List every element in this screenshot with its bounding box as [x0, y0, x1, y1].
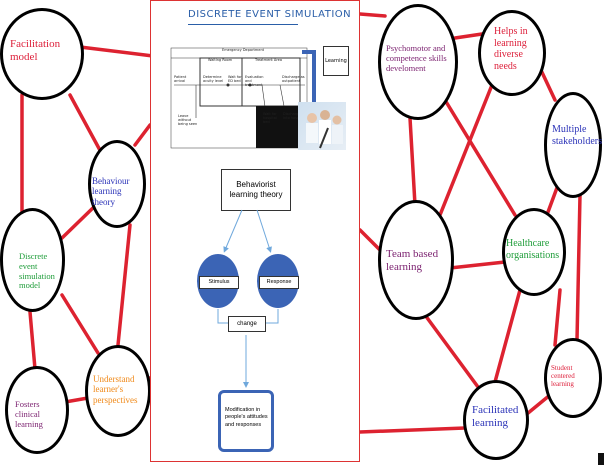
team-based-learning-label: Team based learning — [386, 248, 439, 273]
ed-determine-acuity: Determine acuity level — [203, 75, 224, 84]
learning-bracket — [302, 50, 316, 102]
link-behaviour-panel — [133, 123, 152, 147]
link-behaviour-discrete — [60, 203, 98, 240]
ed-treatment-area: Treatment Area — [255, 58, 282, 62]
psychomotor-competence-label: Psychomotor and competence skills develo… — [386, 43, 447, 73]
link-behaviour-understand — [116, 223, 132, 347]
discrete-event-simulation-model-label: Discrete event simulation model — [19, 251, 55, 291]
response-pill: Response — [259, 276, 299, 289]
node-psychomotor-competence — [378, 4, 458, 120]
change-box: change — [228, 316, 266, 332]
behaviour-learning-theory-label: Behaviour learning theory — [92, 176, 130, 207]
title-underline — [188, 24, 298, 25]
ed-flowchart — [170, 47, 308, 149]
modification-box: Modification in people's attitudes and r… — [218, 390, 274, 452]
panel-title: DISCRETE EVENT SIMULATION — [188, 9, 352, 20]
doctors-photo-icon — [306, 110, 343, 149]
theory-arrows — [197, 209, 299, 388]
ed-patient-arrival: Patient arrival — [174, 75, 187, 84]
ed-wait-hospital-bed: Wait for hospital bed — [263, 112, 277, 125]
link-helps-multiple — [538, 66, 557, 102]
ed-discharge-outpatient: Discharge as outpatient — [282, 75, 305, 84]
link-psychomotor-healthcare — [443, 98, 517, 217]
ed-leave-without: Leave without being seen — [178, 114, 198, 127]
link-panel-psychomotor — [358, 12, 387, 18]
link-helps-team — [438, 68, 500, 217]
link-healthcare-facilitated — [493, 288, 522, 384]
link-team-facilitated — [423, 313, 480, 389]
node-facilitation-model — [0, 8, 84, 100]
stimulus-pill: Stimulus — [199, 276, 239, 289]
node-understand-learners-perspectives — [85, 345, 151, 437]
ed-waiting-room: Waiting Room — [208, 58, 233, 62]
facilitated-learning-label: Facilitated learning — [472, 404, 519, 429]
link-healthcare-team — [448, 260, 507, 270]
doctors-photo — [298, 102, 346, 150]
link-understand-fosters — [63, 396, 90, 404]
facilitation-model-label: Facilitation model — [10, 38, 61, 63]
corner-mark — [598, 453, 604, 465]
student-centered-learning-label: Student centered learning — [551, 364, 575, 389]
link-multiple-student — [575, 193, 582, 342]
link-discrete-understand — [60, 293, 100, 355]
link-psychomotor-helps — [453, 32, 484, 40]
node-facilitated-learning — [463, 380, 529, 460]
node-student-centered-learning — [544, 338, 602, 418]
node-healthcare-organisations — [502, 208, 566, 296]
ed-evaluation: Evaluation and treatment — [245, 75, 264, 88]
node-behaviour-learning-theory — [88, 140, 146, 228]
node-team-based-learning — [378, 200, 454, 320]
link-facilitation-panel — [78, 45, 155, 58]
fosters-clinical-learning-label: Fosters clinical learning — [15, 399, 43, 429]
node-fosters-clinical-learning — [5, 366, 69, 454]
healthcare-organisations-label: Healthcare organisations — [506, 238, 560, 261]
link-discrete-fosters — [28, 310, 37, 371]
ed-title: Emergency Department — [222, 48, 265, 52]
node-multiple-stakeholders — [544, 92, 602, 198]
helps-in-learning-label: Helps in learning diverse needs — [494, 26, 528, 72]
link-psychomotor-team — [408, 116, 417, 207]
link-panel-facilitated — [358, 426, 467, 434]
learning-box: Learning — [323, 46, 349, 76]
understand-learners-perspectives-label: Understand learner's perspectives — [93, 374, 138, 405]
ed-discharge-hospital: Discharge into hospital — [283, 112, 305, 121]
node-discrete-event-simulation-model — [0, 208, 65, 312]
node-helps-in-learning — [478, 10, 546, 96]
multiple-stakeholders-label: Multiple stakeholders — [552, 124, 602, 147]
ed-wait-ed-bed: Wait for ED bed — [228, 75, 242, 84]
behaviorist-theory-box: Behaviorist learning theory — [221, 169, 291, 211]
link-healthcare-student — [553, 288, 562, 347]
